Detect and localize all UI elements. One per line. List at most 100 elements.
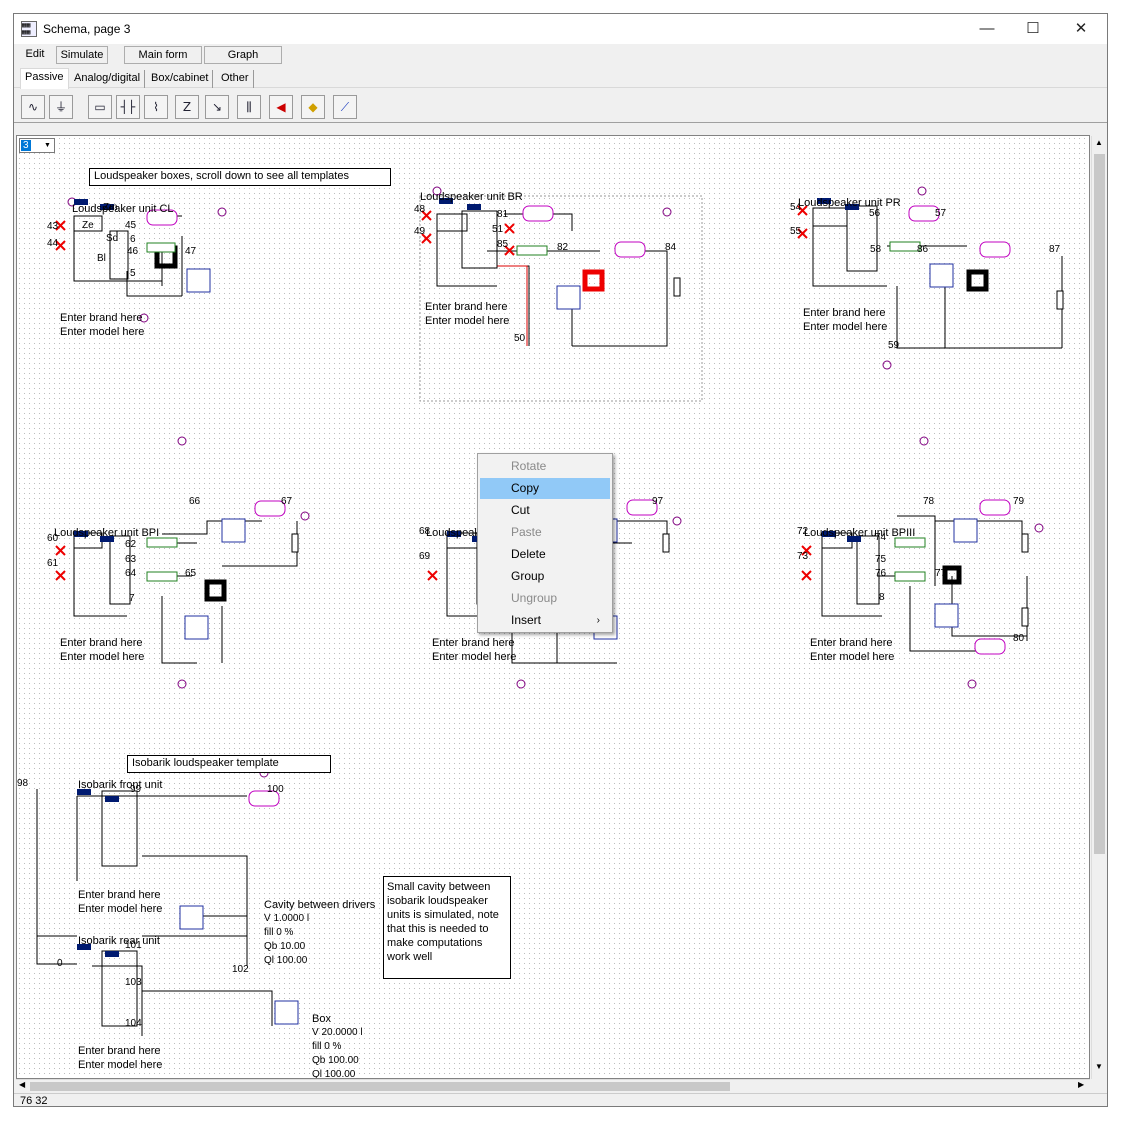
inductor-icon[interactable]: ⌇ xyxy=(144,95,168,119)
node-label: 73 xyxy=(797,551,809,562)
unit-title-bpi: Loudspeaker unit BPI xyxy=(54,527,160,539)
edit-menu[interactable]: Edit xyxy=(25,48,45,60)
node-label: 72 xyxy=(797,526,809,537)
scroll-up-icon[interactable]: ▲ xyxy=(1095,138,1103,147)
note-isobarik-template[interactable]: Isobarik loudspeaker template xyxy=(127,755,331,773)
node-label: 77 xyxy=(935,568,947,579)
vertical-scroll-thumb[interactable] xyxy=(1094,154,1105,854)
switch-icon[interactable]: ↘ xyxy=(205,95,229,119)
ze-block-label: Ze xyxy=(82,220,94,231)
schematic-canvas[interactable]: 3▼ xyxy=(16,135,1090,1079)
isobarik-front-model: Enter model here xyxy=(78,903,163,915)
cavity-ql: Ql 100.00 xyxy=(264,955,308,966)
node-label: 43 xyxy=(47,221,59,232)
node-label: 58 xyxy=(870,244,882,255)
menu-item-cut[interactable]: Cut xyxy=(511,503,530,517)
isobarik-front-title: Isobarik front unit xyxy=(78,779,163,791)
node-label: 80 xyxy=(1013,633,1025,644)
tab-passive[interactable]: Passive xyxy=(20,68,69,89)
context-menu: Rotate Copy Cut Paste Delete Group Ungro… xyxy=(477,453,613,633)
node-label: 86 xyxy=(917,244,929,255)
menu-item-ungroup[interactable]: Ungroup xyxy=(511,591,558,605)
unit-model-bpii: Enter model here xyxy=(432,651,517,663)
tab-box-cabinet[interactable]: Box/cabinet xyxy=(147,70,214,88)
node-label: 101 xyxy=(125,940,142,951)
menu-item-insert[interactable]: Insert› xyxy=(480,610,610,631)
cavity-qb: Qb 10.00 xyxy=(264,941,306,952)
page-selector[interactable]: 3▼ xyxy=(19,138,55,153)
node-label: 87 xyxy=(1049,244,1061,255)
isobarik-front-brand: Enter brand here xyxy=(78,889,161,901)
menu-row: Edit Simulate Main form Graph xyxy=(14,44,1107,66)
impedance-icon[interactable]: Z xyxy=(175,95,199,119)
node-label: 48 xyxy=(414,204,426,215)
resistor-icon[interactable]: ▭ xyxy=(88,95,112,119)
unit-brand-bpiii: Enter brand here xyxy=(810,637,893,649)
node-label: 5 xyxy=(130,268,136,279)
unit-model-cl: Enter model here xyxy=(60,326,145,338)
capacitor-icon[interactable]: ┤├ xyxy=(116,95,140,119)
menu-item-delete[interactable]: Delete xyxy=(511,547,546,561)
app-icon: ▦▦▦▦ xyxy=(21,21,37,37)
node-label: 79 xyxy=(1013,496,1025,507)
unit-brand-cl: Enter brand here xyxy=(60,312,143,324)
simulate-button[interactable]: Simulate xyxy=(56,46,108,64)
chevron-right-icon: › xyxy=(596,615,600,626)
close-button[interactable]: ✕ xyxy=(1074,20,1088,37)
unit-title-pr: Loudspeaker unit PR xyxy=(798,197,901,209)
horizontal-scroll-thumb[interactable] xyxy=(30,1082,730,1091)
unit-model-bpiii: Enter model here xyxy=(810,651,895,663)
node-label: 68 xyxy=(419,526,431,537)
node-label: 97 xyxy=(652,496,664,507)
title-bar: ▦▦▦▦ Schema, page 3 — ☐ ✕ xyxy=(14,14,1107,44)
maximize-button[interactable]: ☐ xyxy=(1026,20,1040,37)
bl-block-label: Bl xyxy=(97,253,106,264)
node-label: 66 xyxy=(189,496,201,507)
menu-item-copy[interactable]: Copy xyxy=(480,478,610,499)
node-label: 84 xyxy=(665,242,677,253)
note-small-cavity[interactable]: Small cavity between isobarik loudspeake… xyxy=(383,876,511,979)
tab-analog-digital[interactable]: Analog/digital xyxy=(70,70,146,88)
unit-brand-pr: Enter brand here xyxy=(803,307,886,319)
node-label: 57 xyxy=(935,208,947,219)
ground-icon[interactable]: ⏚ xyxy=(49,95,73,119)
menu-item-group[interactable]: Group xyxy=(511,569,545,583)
minimize-button[interactable]: — xyxy=(979,20,995,37)
node-label: 62 xyxy=(125,539,137,550)
menu-item-paste[interactable]: Paste xyxy=(511,525,542,539)
graph-button[interactable]: Graph xyxy=(204,46,282,64)
node-label: 49 xyxy=(414,226,426,237)
scroll-right-icon[interactable]: ▶ xyxy=(1078,1080,1085,1089)
node-label: 6 xyxy=(130,234,136,245)
box-fill: fill 0 % xyxy=(312,1041,342,1052)
unit-brand-br: Enter brand here xyxy=(425,301,508,313)
vertical-scrollbar[interactable]: ▲ ▼ xyxy=(1091,136,1107,1079)
component-tabs: Passive Analog/digital Box/cabinet Other xyxy=(14,68,1107,89)
node-label: 8 xyxy=(879,592,885,603)
node-label: 47 xyxy=(185,246,197,257)
node-label: 82 xyxy=(557,242,569,253)
node-label: 55 xyxy=(790,226,802,237)
speaker-icon[interactable]: ◀ xyxy=(269,95,293,119)
cavity-fill: fill 0 % xyxy=(264,927,294,938)
generator-icon[interactable]: ∿ xyxy=(21,95,45,119)
menu-item-rotate[interactable]: Rotate xyxy=(511,459,547,473)
node-label: 44 xyxy=(47,238,59,249)
node-label: 67 xyxy=(281,496,293,507)
node-label: 103 xyxy=(125,977,142,988)
node-label: 60 xyxy=(47,533,59,544)
scroll-left-icon[interactable]: ◀ xyxy=(19,1080,26,1089)
window-title: Schema, page 3 xyxy=(43,22,131,36)
scroll-down-icon[interactable]: ▼ xyxy=(1095,1062,1103,1071)
horizontal-scrollbar[interactable]: ◀ ▶ xyxy=(16,1079,1090,1093)
probe-icon[interactable]: ◆ xyxy=(301,95,325,119)
node-label: 64 xyxy=(125,568,137,579)
cavity-title: Cavity between drivers xyxy=(264,899,376,911)
pointer-icon[interactable]: ⟋ xyxy=(333,95,357,119)
unit-brand-bpi: Enter brand here xyxy=(60,637,143,649)
tab-other[interactable]: Other xyxy=(217,70,254,88)
note-loudspeaker-boxes[interactable]: Loudspeaker boxes, scroll down to see al… xyxy=(89,168,391,186)
transformer-icon[interactable]: ⫼ xyxy=(237,95,261,119)
box-title: Box xyxy=(312,1013,331,1025)
main-form-button[interactable]: Main form xyxy=(124,46,202,64)
